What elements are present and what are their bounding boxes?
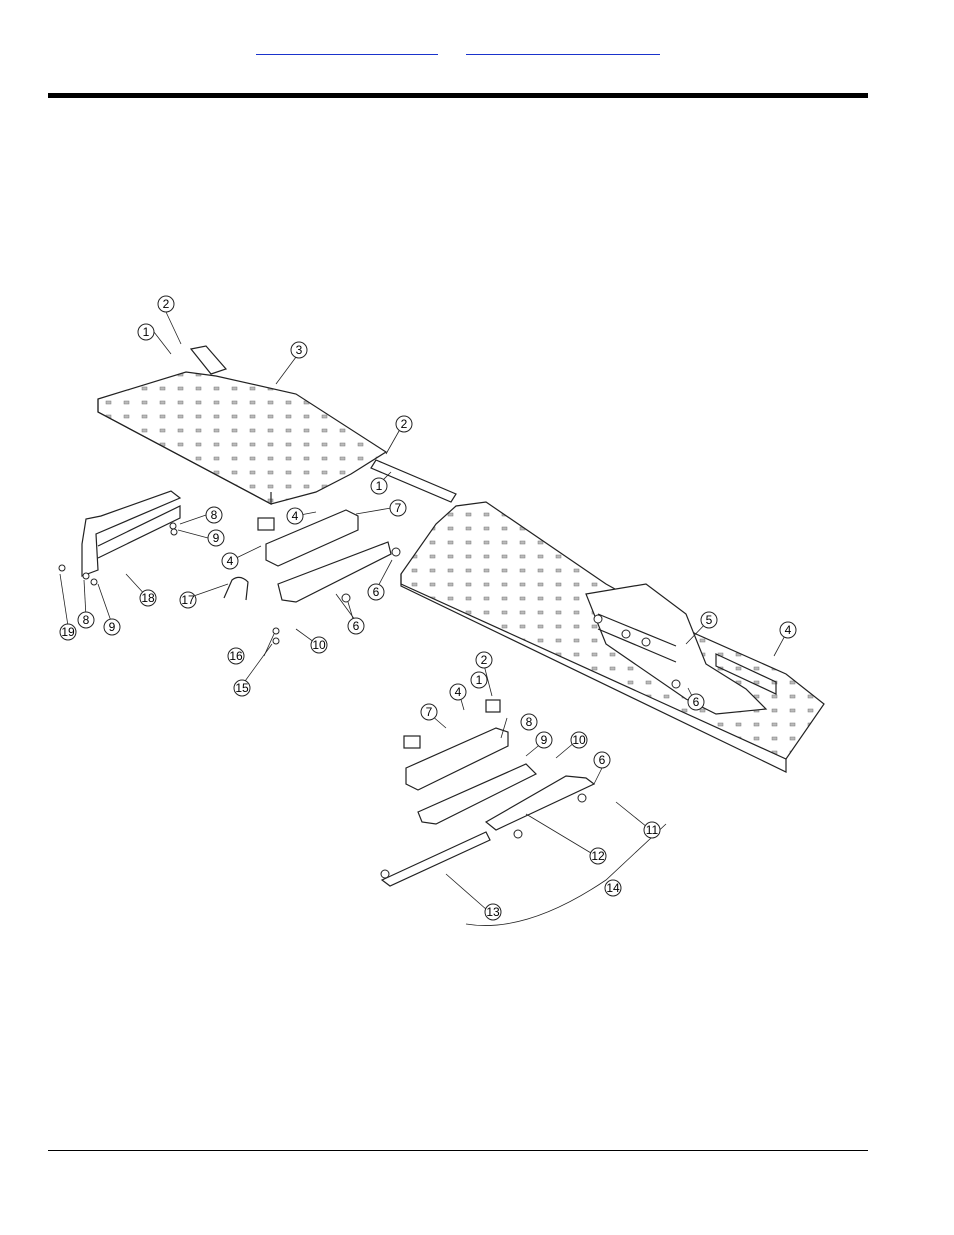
callout-2a: 2 bbox=[157, 295, 175, 313]
svg-text:3: 3 bbox=[296, 343, 303, 357]
svg-text:12: 12 bbox=[591, 849, 605, 863]
callout-11: 11 bbox=[643, 821, 661, 839]
svg-text:4: 4 bbox=[785, 623, 792, 637]
svg-text:8: 8 bbox=[83, 613, 90, 627]
svg-text:5: 5 bbox=[706, 613, 713, 627]
callout-10b: 10 bbox=[570, 731, 588, 749]
callout-markers: 2 1 3 2 1 4 7 8 9 4 6 18 17 6 10 19 8 9 … bbox=[59, 295, 797, 921]
callout-9a: 9 bbox=[207, 529, 225, 547]
parts-diagram: 2 1 3 2 1 4 7 8 9 4 6 18 17 6 10 19 8 9 … bbox=[46, 284, 830, 934]
svg-text:8: 8 bbox=[526, 715, 533, 729]
callout-3: 3 bbox=[290, 341, 308, 359]
callout-4b: 4 bbox=[221, 552, 239, 570]
svg-text:8: 8 bbox=[211, 508, 218, 522]
rail bbox=[370, 459, 457, 503]
svg-text:15: 15 bbox=[235, 681, 249, 695]
callout-1b: 1 bbox=[370, 477, 388, 495]
callout-18: 18 bbox=[139, 589, 157, 607]
callout-4a: 4 bbox=[286, 507, 304, 525]
svg-text:9: 9 bbox=[109, 620, 116, 634]
callout-4c: 4 bbox=[779, 621, 797, 639]
svg-text:2: 2 bbox=[401, 417, 408, 431]
svg-text:6: 6 bbox=[353, 619, 360, 633]
callout-7a: 7 bbox=[389, 499, 407, 517]
callout-7b: 7 bbox=[420, 703, 438, 721]
svg-text:6: 6 bbox=[599, 753, 606, 767]
svg-text:13: 13 bbox=[486, 905, 500, 919]
parts-diagram-svg: 2 1 3 2 1 4 7 8 9 4 6 18 17 6 10 19 8 9 … bbox=[46, 284, 830, 934]
callout-10a: 10 bbox=[310, 636, 328, 654]
svg-text:7: 7 bbox=[395, 501, 402, 515]
left-platform bbox=[97, 345, 388, 505]
hanger-bracket-upper bbox=[257, 509, 392, 603]
svg-text:17: 17 bbox=[181, 593, 195, 607]
header-rule bbox=[48, 93, 868, 98]
footer-rule bbox=[48, 1150, 868, 1151]
svg-text:2: 2 bbox=[481, 653, 488, 667]
callout-19: 19 bbox=[59, 623, 77, 641]
svg-text:18: 18 bbox=[141, 591, 155, 605]
callout-1a: 1 bbox=[137, 323, 155, 341]
callout-14: 14 bbox=[604, 879, 622, 897]
svg-text:16: 16 bbox=[229, 649, 243, 663]
svg-text:6: 6 bbox=[693, 695, 700, 709]
callout-15: 15 bbox=[233, 679, 251, 697]
callout-6a: 6 bbox=[367, 583, 385, 601]
hardware bbox=[58, 522, 681, 879]
callout-6c: 6 bbox=[687, 693, 705, 711]
callout-8a: 8 bbox=[205, 506, 223, 524]
header-link-left[interactable] bbox=[256, 40, 438, 55]
callout-1c: 1 bbox=[470, 671, 488, 689]
callout-16: 16 bbox=[227, 647, 245, 665]
svg-text:2: 2 bbox=[163, 297, 170, 311]
header-links bbox=[0, 40, 954, 60]
callout-9c: 9 bbox=[535, 731, 553, 749]
svg-text:19: 19 bbox=[61, 625, 75, 639]
svg-text:4: 4 bbox=[227, 554, 234, 568]
callout-12: 12 bbox=[589, 847, 607, 865]
svg-text:14: 14 bbox=[606, 881, 620, 895]
svg-text:4: 4 bbox=[455, 685, 462, 699]
callout-6d: 6 bbox=[593, 751, 611, 769]
callout-2b: 2 bbox=[395, 415, 413, 433]
svg-text:4: 4 bbox=[292, 509, 299, 523]
svg-text:1: 1 bbox=[476, 673, 483, 687]
right-platform bbox=[400, 501, 825, 773]
callout-2c: 2 bbox=[475, 651, 493, 669]
svg-text:11: 11 bbox=[646, 823, 659, 837]
callout-13: 13 bbox=[484, 903, 502, 921]
callout-6b: 6 bbox=[347, 617, 365, 635]
svg-text:1: 1 bbox=[143, 325, 150, 339]
svg-text:1: 1 bbox=[376, 479, 383, 493]
svg-text:7: 7 bbox=[426, 705, 433, 719]
svg-text:10: 10 bbox=[572, 733, 586, 747]
callout-9b: 9 bbox=[103, 618, 121, 636]
hanger-bracket-lower bbox=[380, 699, 596, 887]
svg-text:9: 9 bbox=[213, 531, 220, 545]
callout-8c: 8 bbox=[520, 713, 538, 731]
callout-5: 5 bbox=[700, 611, 718, 629]
svg-text:10: 10 bbox=[312, 638, 326, 652]
callout-4d: 4 bbox=[449, 683, 467, 701]
svg-text:9: 9 bbox=[541, 733, 548, 747]
callout-17: 17 bbox=[179, 591, 197, 609]
u-bolt bbox=[223, 576, 249, 601]
header-link-right[interactable] bbox=[466, 40, 660, 55]
svg-text:6: 6 bbox=[373, 585, 380, 599]
callout-8b: 8 bbox=[77, 611, 95, 629]
